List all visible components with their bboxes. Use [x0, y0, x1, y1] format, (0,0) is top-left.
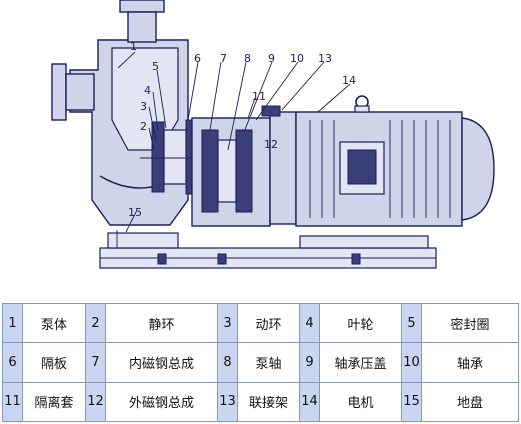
part-number: 6: [2, 342, 23, 383]
part-number: 11: [2, 381, 23, 423]
part-name: 地盘: [421, 381, 519, 423]
callout-14: 14: [342, 74, 356, 87]
callout-7: 7: [220, 52, 227, 65]
callout-8: 8: [244, 52, 251, 65]
pump-body: [51, 0, 189, 226]
part-name: 内磁钢总成: [105, 342, 218, 383]
part-number: 3: [217, 302, 238, 344]
part-number: 12: [85, 381, 106, 423]
callout-labels: 1 2 3 4 5 6 7 8 9 10 11 12 13 14 15: [128, 40, 356, 219]
part-number: 2: [85, 302, 106, 344]
callout-11: 11: [252, 90, 266, 103]
callout-leaders: [117, 51, 351, 233]
callout-6: 6: [194, 52, 201, 65]
callout-12: 12: [264, 138, 278, 151]
callout-5: 5: [152, 60, 159, 73]
table-row: 11 隔离套 12 外磁钢总成 13 联接架 14 电机 15 地盘: [2, 381, 519, 423]
part-name: 密封圈: [421, 302, 519, 344]
magnetic-coupling-housing: [191, 105, 297, 227]
part-name: 动环: [237, 302, 300, 344]
part-name: 外磁钢总成: [105, 381, 218, 423]
part-number: 1: [2, 302, 23, 344]
part-number: 4: [299, 302, 320, 344]
part-name: 联接架: [237, 381, 300, 423]
part-number: 9: [299, 342, 320, 383]
callout-13: 13: [318, 52, 332, 65]
part-number: 8: [217, 342, 238, 383]
pump-cross-section-drawing: 1 2 3 4 5 6 7 8 9 10 11 12 13 14 15: [51, 0, 495, 269]
part-name: 叶轮: [319, 302, 402, 344]
part-number: 7: [85, 342, 106, 383]
parts-table: 1 泵体 2 静环 3 动环 4 叶轮 5 密封圈 6 隔板 7 内磁钢总成 8…: [2, 302, 519, 423]
callout-9: 9: [268, 52, 275, 65]
callout-4: 4: [144, 84, 151, 97]
callout-2: 2: [140, 120, 147, 133]
part-number: 5: [401, 302, 422, 344]
callout-3: 3: [140, 100, 147, 113]
part-number: 15: [401, 381, 422, 423]
part-name: 轴承压盖: [319, 342, 402, 383]
part-number: 10: [401, 342, 422, 383]
part-name: 泵体: [22, 302, 86, 344]
part-name: 静环: [105, 302, 218, 344]
callout-10: 10: [290, 52, 304, 65]
motor: [295, 95, 495, 227]
part-number: 13: [217, 381, 238, 423]
part-name: 电机: [319, 381, 402, 423]
callout-15: 15: [128, 206, 142, 219]
part-name: 泵轴: [237, 342, 300, 383]
part-name: 隔离套: [22, 381, 86, 423]
callout-1: 1: [130, 40, 137, 53]
part-name: 隔板: [22, 342, 86, 383]
table-row: 1 泵体 2 静环 3 动环 4 叶轮 5 密封圈: [2, 302, 519, 344]
parts-legend: 1 泵体 2 静环 3 动环 4 叶轮 5 密封圈 6 隔板 7 内磁钢总成 8…: [2, 302, 519, 423]
base-plate: [99, 230, 437, 269]
part-number: 14: [299, 381, 320, 423]
table-row: 6 隔板 7 内磁钢总成 8 泵轴 9 轴承压盖 10 轴承: [2, 342, 519, 383]
part-name: 轴承: [421, 342, 519, 383]
